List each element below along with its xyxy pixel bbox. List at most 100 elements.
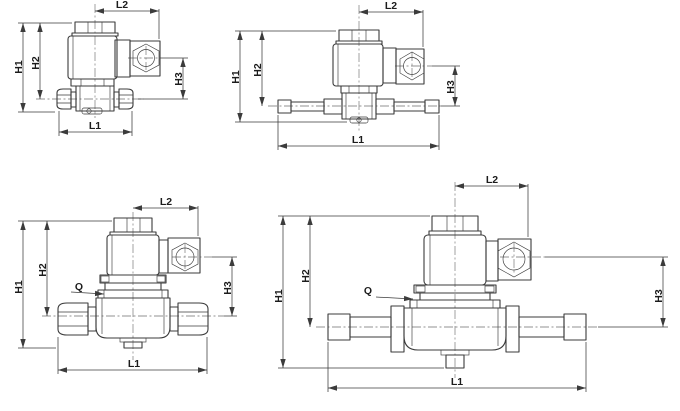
dimension-h1: H1 [273,215,444,369]
left-flare-nut [56,88,72,110]
extension-lines [432,65,460,107]
leader-line [375,295,414,302]
extension-lines [278,215,444,369]
nut-facet-lines [126,218,141,232]
left-tube [290,101,325,112]
dimension-label-h2: H2 [300,269,312,283]
centerlines [316,182,598,378]
cable-gland-opening [403,57,421,75]
right-flare-nut-facets [119,94,133,104]
dimension-h2: H2 [30,23,43,99]
extension-lines [545,256,668,328]
solenoid-coil-assembly [332,29,425,87]
dimension-l2: L2 [95,0,160,39]
left-collar [70,91,77,108]
dimension-label-h3: H3 [222,281,234,295]
coil-housing [332,43,384,87]
cable-gland-opening [175,247,195,267]
dimension-label-l1: L1 [128,358,140,370]
dimension-h2: H2 [252,31,265,106]
mounting-bolts [80,79,105,86]
body-edges [79,86,111,111]
cable-gland-nut [497,241,531,278]
cable-gland-nut [132,43,160,73]
left-flare-nut-facets [57,94,71,104]
body-edges [411,308,499,346]
dimension-h1: H1 [13,220,112,349]
dimension-label-h3: H3 [653,289,665,303]
connector-box [167,237,201,274]
dimension-label-h2: H2 [30,56,42,70]
dimension-l2: L2 [359,0,424,47]
connector-neck [485,240,499,282]
dimension-label-h2: H2 [37,263,49,277]
extension-lines [277,115,440,150]
connector-centerline [500,243,545,273]
extension-lines [18,22,72,113]
cable-gland-nut [171,242,199,272]
right-flare-nut [118,88,134,110]
dimension-label-h1: H1 [230,70,242,84]
dimension-h3: H3 [212,256,237,317]
dimension-h2: H2 [37,221,50,316]
right-collar [113,91,120,108]
right-collar [505,305,520,353]
dimension-q: Q [70,281,105,297]
extension-lines [18,220,112,349]
leader-line [70,290,105,297]
manual-stem [445,354,465,369]
extension-lines [327,342,587,392]
extension-lines [58,111,133,136]
dimension-label-h1: H1 [13,280,25,294]
mounting-bolt-left [415,285,426,293]
left-flare-nut [57,302,89,336]
drawing-solenoid-valve-flare-small: L2 H1 H2 H3 L1 [13,0,188,136]
extension-lines [212,256,237,317]
drawing-solenoid-valve-solder-large: L2 H1 H2 H3 Q L1 [273,174,668,392]
solenoid-coil-assembly [106,217,201,276]
nut-facet-lines [351,30,367,41]
right-flare-nut-facets [178,311,208,327]
left-collar [390,305,405,353]
right-tube [393,101,426,112]
coil-housing [67,35,118,80]
dimension-l1: L1 [58,111,133,136]
connector-box [129,40,161,77]
connector-neck [158,239,169,274]
centerlines [268,5,441,133]
centerlines [42,212,224,360]
valve-body-assembly [56,78,134,115]
body-edges [345,93,373,119]
dimension-label-l1: L1 [89,120,101,132]
drawing-solenoid-valve-solder-small: L2 H1 H2 H3 L1 [230,0,460,150]
dimension-l1: L1 [57,337,208,374]
dimension-label-l2: L2 [116,0,128,11]
dimension-l2: L2 [455,174,529,237]
connector-centerline [395,52,432,80]
bottom-tab [81,107,103,115]
dimension-l1: L1 [277,115,440,150]
dimension-h3: H3 [545,256,668,328]
left-flare-nut-facets [58,311,88,327]
mounting-bolt-right [156,275,166,283]
manual-stem [123,341,143,349]
dimension-label-q: Q [364,285,372,297]
valve-body-assembly [57,274,209,349]
nut-facet-lines [87,22,103,33]
mounting-bolts [348,86,370,93]
dimension-label-h1: H1 [13,60,25,74]
left-collar [87,306,97,332]
mounting-bolt-right [484,285,495,293]
left-tube-cup [327,313,351,341]
centerlines [36,4,160,118]
dimension-label-h3: H3 [173,72,185,86]
right-tube-cup [563,313,587,341]
flange-edges [416,300,494,308]
cable-gland-opening [502,247,526,271]
right-flare-nut [177,302,209,336]
dimension-l2: L2 [133,196,199,236]
cable-gland-opening [137,49,155,67]
bottom-pin [356,117,362,123]
